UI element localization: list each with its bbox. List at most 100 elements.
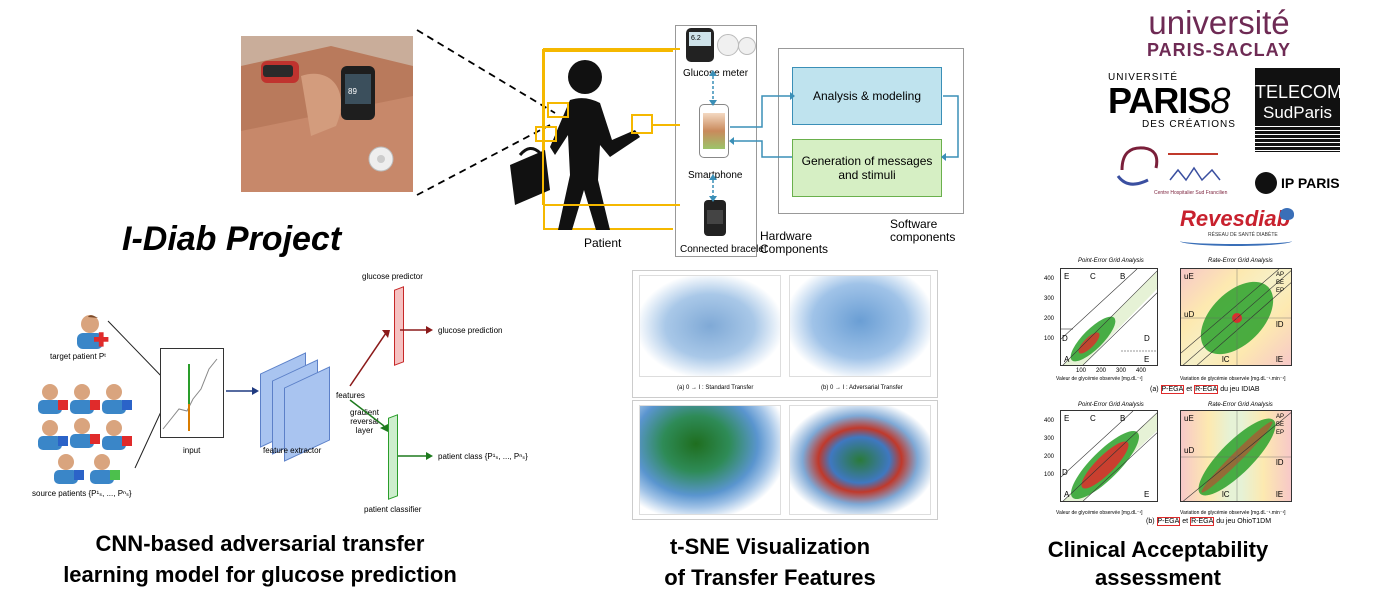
ega-caption-a-r: R-EGA [1194, 385, 1219, 394]
point-ega-title-b: Point-Error Grid Analysis [1078, 402, 1144, 408]
point-ega-scatter-b [1061, 411, 1157, 501]
rate-EP-a: EP [1276, 288, 1285, 294]
ytick-300-b: 300 [1044, 436, 1055, 442]
ega-panel-bottom: Point-Error Grid Analysis Rate-Error Gri… [1040, 402, 1300, 528]
xlabel-rate-b: Variation de glycémie observée [mg.dL⁻¹.… [1180, 510, 1286, 516]
zone-D-left-a: D [1062, 334, 1068, 343]
tsne-caption-line2: of Transfer Features [664, 565, 876, 590]
revesdiab-swoosh [1180, 236, 1292, 246]
point-ega-title-a: Point-Error Grid Analysis [1078, 258, 1144, 264]
xtick-100-a: 100 [1076, 368, 1087, 374]
ega-caption-a: (a) P-EGA et R-EGA du jeu IDIAB [1150, 385, 1260, 394]
ega-caption-b-mid: et [1182, 518, 1189, 525]
ipparis-logo: IP PARIS [1255, 172, 1345, 194]
software-label: Software components [890, 218, 955, 244]
analysis-modeling-label: Analysis & modeling [812, 89, 922, 103]
xlabel-rate-a: Variation de glycémie observée [mg.dL⁻¹.… [1180, 376, 1286, 382]
chsf-label: Centre Hospitalier Sud Francilien [1154, 190, 1228, 196]
zone-E-top-b: E [1064, 414, 1070, 423]
software-label-line2: components [890, 230, 956, 244]
cnn-caption-line1: CNN-based adversarial transfer [95, 531, 425, 556]
xlabel-point-b: Valeur de glycémie observée [mg.dL⁻¹] [1056, 510, 1143, 516]
tsne-caption: t-SNE Visualization of Transfer Features [620, 531, 920, 593]
zone-A-a: A [1064, 355, 1070, 364]
chsf-logo [1116, 146, 1221, 186]
input-plot [160, 348, 224, 438]
input-label: input [183, 446, 201, 455]
source-patient-3 [102, 384, 132, 414]
arm-with-sensor-illustration: 89 [241, 36, 413, 192]
rate-ega-plot-b [1180, 410, 1292, 502]
patient-icon [510, 60, 653, 230]
zone-C-top-b: C [1090, 414, 1096, 423]
ytick-100-b: 100 [1044, 472, 1055, 478]
features-label: features [336, 391, 365, 400]
project-title: I-Diab Project [122, 220, 342, 258]
cnn-diagram: target patient Pᵗ source patients {P¹ₛ, … [20, 268, 530, 518]
xlabel-point-a: Valeur de glycémie observée [mg.dL⁻¹] [1056, 376, 1143, 382]
gradient-reversal-label: gradient reversal layer [350, 408, 379, 435]
generation-label-line2: and stimuli [838, 168, 896, 182]
clinical-caption-line1: Clinical Acceptability [1047, 537, 1269, 562]
tsne-plot-standard [639, 275, 781, 377]
tsne-panel-bottom [632, 400, 938, 520]
hardware-label: Hardware Components [760, 230, 828, 256]
gradient-line1: gradient [350, 408, 379, 417]
ipparis-emblem-icon [1255, 172, 1277, 194]
ega-caption-a-mid: et [1186, 386, 1193, 393]
clinical-caption: Clinical Acceptability assessment [1010, 536, 1306, 592]
paris8-logo: UNIVERSITÉ PARIS8 DES CRÉATIONS [1108, 72, 1238, 130]
zone-B-top-b: B [1120, 414, 1126, 423]
rate-uD-a: uD [1184, 310, 1195, 319]
rate-lE-b: lE [1276, 490, 1284, 499]
zone-D-right-a: D [1144, 334, 1150, 343]
software-label-line1: Software [890, 217, 938, 231]
hardware-flow-arrows [709, 70, 717, 202]
rate-ega-scatter-a [1181, 269, 1291, 365]
rate-ega-title-b: Rate-Error Grid Analysis [1208, 402, 1273, 408]
generation-label-line1: Generation of messages [801, 154, 933, 168]
photo-connector-lines [416, 29, 556, 196]
zone-E-bottom-a: E [1144, 355, 1150, 364]
feature-branch-arrows [349, 326, 433, 460]
target-patient-icon [77, 315, 109, 349]
input-signal [162, 358, 218, 431]
ega-caption-b-p: P-EGA [1156, 517, 1181, 526]
rate-lC-b: lC [1222, 490, 1230, 499]
paris8-sub: DES CRÉATIONS [1142, 119, 1236, 130]
rate-ega-plot-a [1180, 268, 1292, 366]
zone-C-top-a: C [1090, 272, 1096, 281]
source-patient-6 [102, 420, 132, 450]
clinical-caption-line2: assessment [1095, 565, 1221, 590]
upsaclay-logo: université PARIS-SACLAY [1138, 6, 1300, 61]
smartphone-icon [699, 104, 729, 158]
source-patient-5 [70, 418, 100, 448]
point-ega-plot-a [1060, 268, 1158, 366]
analysis-modeling-box: Analysis & modeling [792, 67, 942, 125]
rate-AP-a: AP [1276, 272, 1285, 278]
revesdiab-logo: Revesdiab RÉSEAU DE SANTÉ DIABÈTE [1180, 206, 1310, 246]
rate-ega-title-a: Rate-Error Grid Analysis [1208, 258, 1273, 264]
ytick-200-a: 200 [1044, 316, 1055, 322]
paris8-main: PARIS [1108, 80, 1211, 121]
ega-caption-a-prefix: (a) [1150, 386, 1159, 393]
target-patient-label: target patient Pᵗ [50, 352, 107, 361]
feature-extractor-label: feature extractor [263, 446, 322, 455]
meter-reading: 6.2 [691, 35, 701, 42]
xtick-400-a: 400 [1136, 368, 1147, 374]
tsne-plot-standard-colored [639, 405, 781, 515]
glucose-prediction-label: glucose prediction [438, 326, 503, 335]
revesdiab-label: Revesdiab [1180, 206, 1291, 231]
zone-E-bottom-b: E [1144, 490, 1150, 499]
source-patient-7 [54, 454, 84, 484]
point-ega-scatter-a [1061, 269, 1157, 365]
bracelet-icon [704, 200, 726, 236]
ega-caption-b-prefix: (b) [1146, 518, 1155, 525]
rate-uD-b: uD [1184, 446, 1195, 455]
gradient-line2: reversal [350, 417, 379, 426]
rate-AP-b: AP [1276, 414, 1285, 420]
revesdiab-heart-icon [1280, 208, 1294, 220]
paris8-small: UNIVERSITÉ [1108, 72, 1179, 83]
ytick-100-a: 100 [1044, 336, 1055, 342]
device-reading: 89 [348, 87, 357, 96]
